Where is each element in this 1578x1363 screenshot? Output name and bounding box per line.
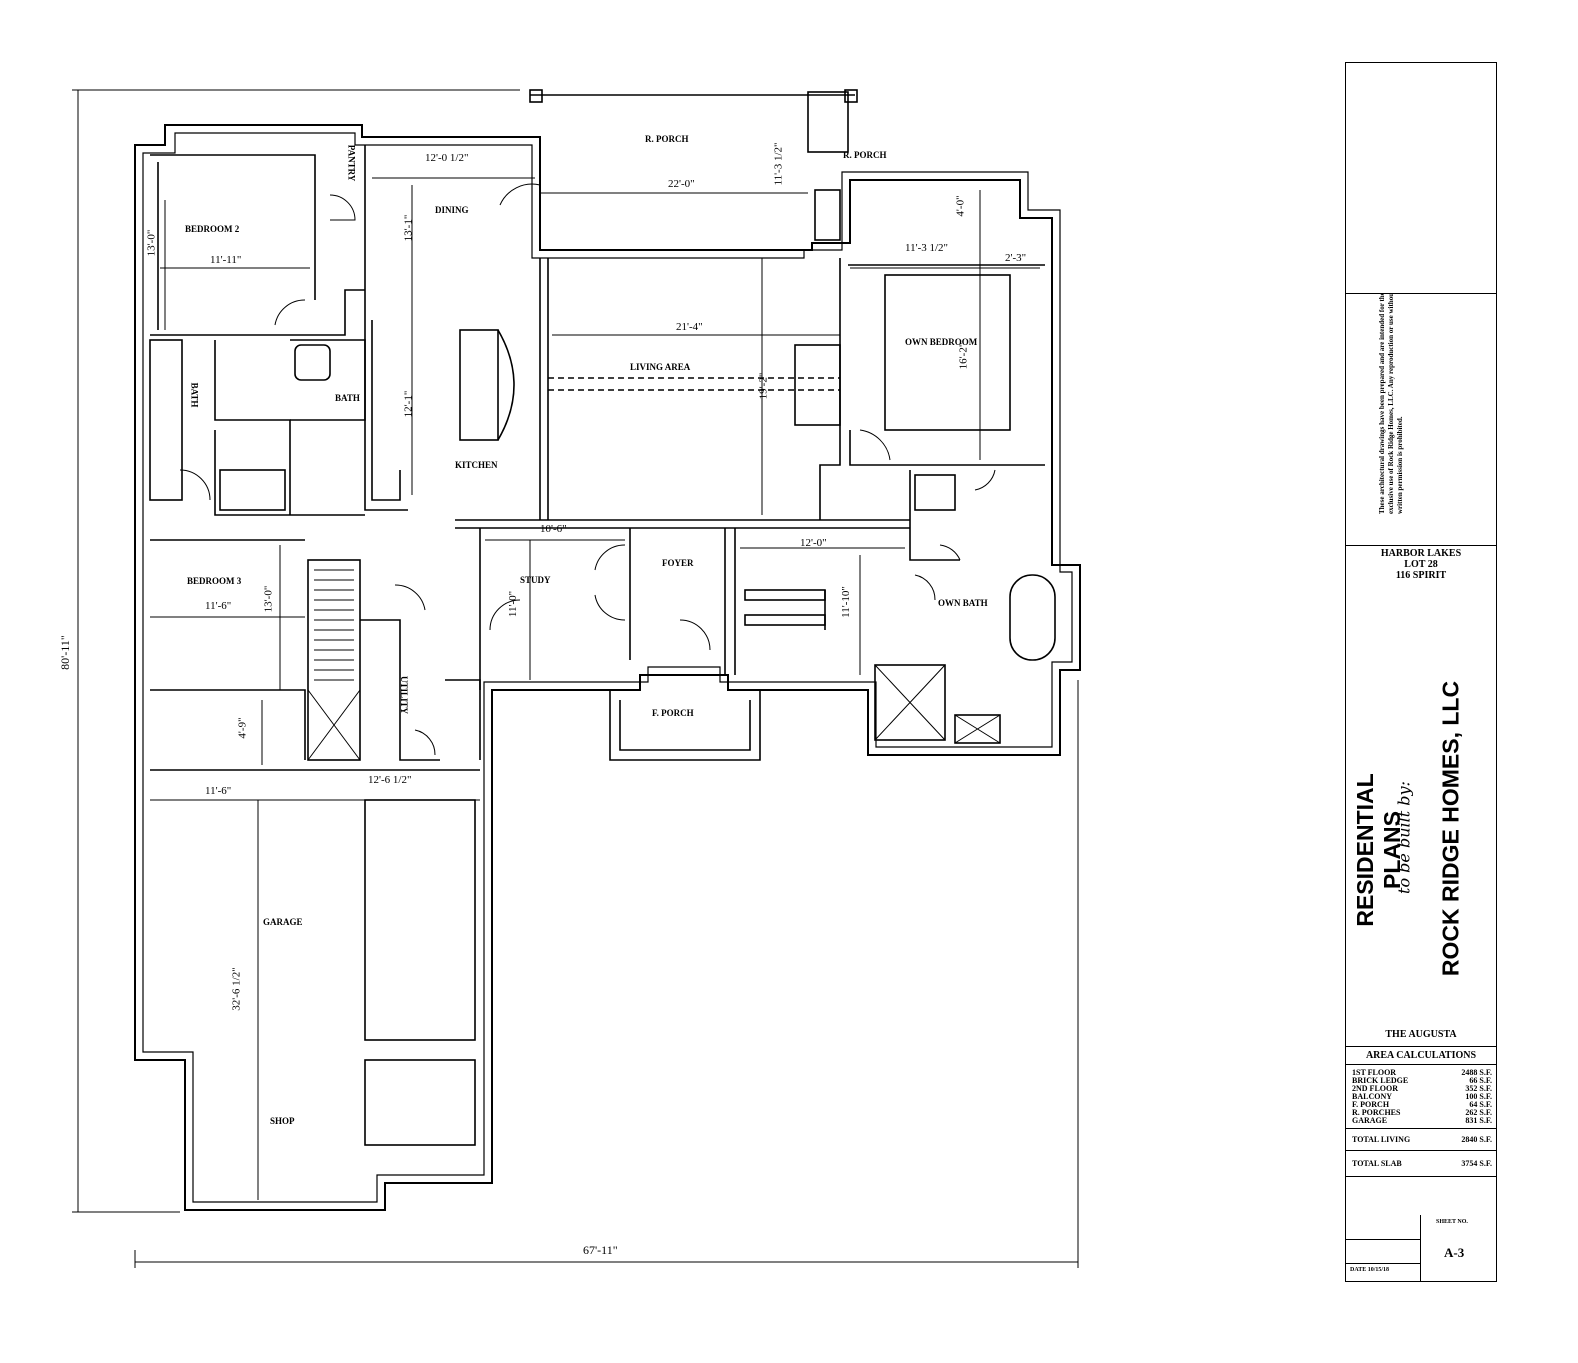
area-calculations: AREA CALCULATIONS 1ST FLOOR 2488 S.F. BR…: [1346, 1046, 1496, 1177]
dim-garage-depth: 32'-6 1/2": [230, 967, 243, 1011]
room-front-porch: F. PORCH: [652, 708, 694, 718]
area-value: 64 S.F.: [1469, 1100, 1492, 1109]
area-value: 100 S.F.: [1465, 1092, 1492, 1101]
area-value: 831 S.F.: [1465, 1116, 1492, 1125]
area-list: 1ST FLOOR 2488 S.F. BRICK LEDGE 66 S.F. …: [1346, 1065, 1496, 1129]
dim-rear-porch-width: 22'-0": [668, 178, 695, 190]
area-row: BALCONY 100 S.F.: [1352, 1093, 1492, 1101]
dim-study-depth: 11'-0": [507, 590, 520, 618]
room-owner-bedroom: OWN BEDROOM: [905, 337, 978, 347]
dim-hall-width: 12'-0": [800, 537, 827, 549]
area-row: BRICK LEDGE 66 S.F.: [1352, 1077, 1492, 1085]
dim-study-width: 10'-6": [540, 523, 567, 535]
dim-bedroom3-depth: 13'-0": [262, 585, 275, 613]
room-shop: SHOP: [270, 1116, 295, 1126]
area-label: BALCONY: [1352, 1092, 1393, 1101]
area-value: 2488 S.F.: [1461, 1068, 1492, 1077]
total-living-value: 2840 S.F.: [1461, 1135, 1492, 1144]
area-value: 66 S.F.: [1469, 1076, 1492, 1085]
area-row: GARAGE 831 S.F.: [1352, 1117, 1492, 1125]
area-value: 262 S.F.: [1465, 1108, 1492, 1117]
plan-dimension-lines: [72, 89, 1079, 1268]
date-cell: DATE 10/15/18: [1346, 1263, 1421, 1281]
room-kitchen: KITCHEN: [455, 460, 498, 470]
room-rear-porch-small: R. PORCH: [843, 150, 887, 160]
room-bedroom-2: BEDROOM 2: [185, 224, 240, 234]
dim-kitchen-depth: 12'-1": [402, 390, 415, 418]
dim-bedroom2-depth: 13'-0": [145, 229, 158, 257]
drawing-subtitle: to be built by:: [1394, 781, 1414, 894]
area-label: R. PORCHES: [1352, 1108, 1401, 1117]
project-name: HARBOR LAKES: [1380, 548, 1462, 559]
dim-dining-width: 12'-0 1/2": [425, 152, 469, 164]
total-living-label: TOTAL LIVING: [1352, 1135, 1411, 1144]
dim-bedroom2-width: 11'-11": [210, 254, 242, 266]
plan-doors: [179, 183, 996, 756]
room-owner-bath: OWN BATH: [938, 598, 988, 608]
plan-name: THE AUGUSTA: [1385, 1029, 1457, 1040]
sheet-number: A-3: [1444, 1245, 1465, 1260]
general-notes: These architectural drawings have been p…: [1378, 293, 1404, 514]
area-label: BRICK LEDGE: [1352, 1076, 1409, 1085]
revision-cell: [1346, 1239, 1421, 1264]
dim-rear-porch-depth: 11'-3 1/2": [772, 142, 785, 186]
area-header: AREA CALCULATIONS: [1346, 1047, 1496, 1065]
room-study: STUDY: [520, 575, 551, 585]
room-living-area: LIVING AREA: [630, 362, 691, 372]
room-rear-porch: R. PORCH: [645, 134, 689, 144]
title-block: These architectural drawings have been p…: [1345, 62, 1497, 1282]
project-info: HARBOR LAKES LOT 28 116 SPIRIT: [1346, 545, 1496, 581]
dim-owner-bedroom-depth: 16'-2": [957, 342, 970, 370]
dim-living-depth: 19'-2": [757, 372, 770, 400]
area-label: 1ST FLOOR: [1352, 1068, 1397, 1077]
total-slab-value: 3754 S.F.: [1461, 1159, 1492, 1168]
area-value: 352 S.F.: [1465, 1084, 1492, 1093]
dim-garage-hall: 4'-9": [236, 717, 249, 739]
room-bedroom-3: BEDROOM 3: [187, 576, 242, 586]
area-label: F. PORCH: [1352, 1100, 1390, 1109]
area-label: GARAGE: [1352, 1116, 1388, 1125]
dim-owner-closet-depth: 2'-3": [1005, 252, 1027, 264]
room-pantry: PANTRY: [346, 144, 357, 182]
builder-name: ROCK RIDGE HOMES, LLC: [1437, 680, 1464, 977]
room-foyer: FOYER: [662, 558, 694, 568]
notes-box: These architectural drawings have been p…: [1346, 293, 1496, 546]
dim-overall-depth: 80'-11": [57, 635, 72, 670]
sheet-no-label: SHEET NO.: [1436, 1219, 1468, 1225]
area-row: R. PORCHES 262 S.F.: [1352, 1109, 1492, 1117]
plan-walls: [134, 124, 1081, 1211]
project-address: 116 SPIRIT: [1395, 570, 1447, 581]
dim-garage-width-1: 11'-6": [205, 785, 232, 797]
revision-cell: [1346, 1215, 1421, 1240]
dim-hall-depth: 11'-10": [839, 586, 852, 618]
drawing-date: DATE 10/15/18: [1350, 1267, 1390, 1273]
room-garage: GARAGE: [263, 917, 303, 927]
area-row: F. PORCH 64 S.F.: [1352, 1101, 1492, 1109]
room-bath: BATH: [189, 382, 200, 408]
room-dining: DINING: [435, 205, 469, 215]
plan-interior-walls: [149, 89, 1056, 1146]
dim-owner-closet-width: 4'-0": [954, 195, 967, 217]
area-label: 2ND FLOOR: [1352, 1084, 1398, 1093]
dim-living-width: 21'-4": [676, 321, 703, 333]
dim-garage-width-2: 12'-6 1/2": [368, 774, 412, 786]
room-utility: UTILITY: [399, 675, 410, 715]
total-slab-row: TOTAL SLAB 3754 S.F.: [1346, 1151, 1496, 1177]
dim-overall-width: 67'-11": [583, 1243, 618, 1257]
area-row: 1ST FLOOR 2488 S.F.: [1352, 1069, 1492, 1077]
area-row: 2ND FLOOR 352 S.F.: [1352, 1085, 1492, 1093]
total-living-row: TOTAL LIVING 2840 S.F.: [1346, 1129, 1496, 1151]
dim-owner-bedroom-width: 11'-3 1/2": [905, 242, 949, 254]
project-lot: LOT 28: [1404, 559, 1438, 570]
sheet-box: DATE 10/15/18 SHEET NO. A-3: [1346, 1215, 1496, 1281]
total-slab-label: TOTAL SLAB: [1352, 1159, 1402, 1168]
dim-dining-depth: 13'-1": [402, 214, 415, 242]
title-rotated: RESIDENTIAL PLANS to be built by: ROCK R…: [1346, 643, 1496, 1023]
room-hall-bath: BATH: [335, 393, 360, 403]
dim-bedroom3-width: 11'-6": [205, 600, 232, 612]
title-block-top-box: [1346, 63, 1496, 294]
